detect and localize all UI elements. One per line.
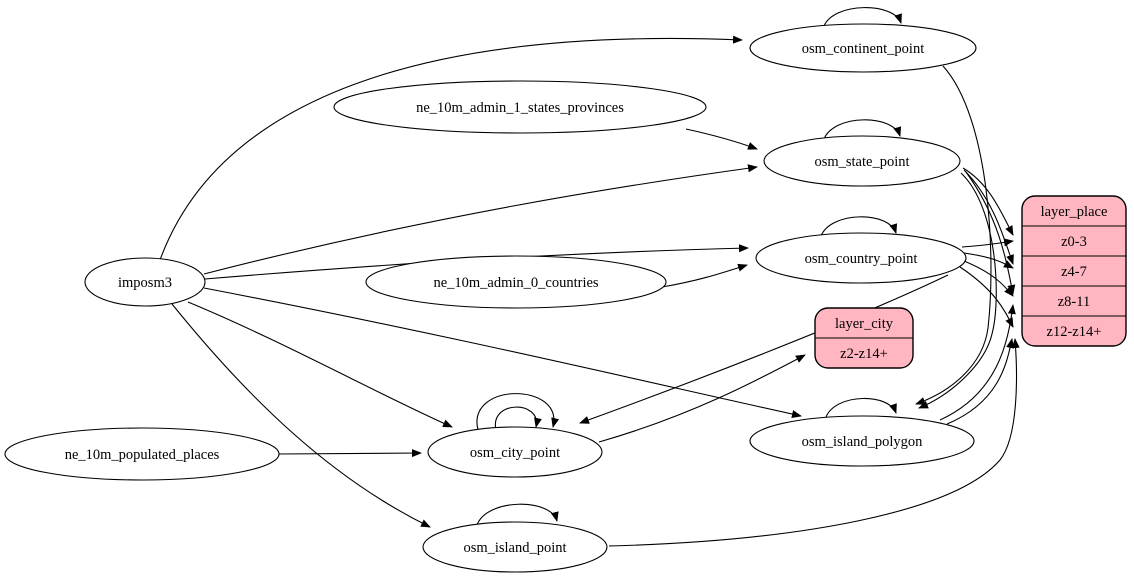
node-osm-continent-point: osm_continent_point xyxy=(749,23,977,73)
self-loop-inner-osm-city-point xyxy=(494,406,542,431)
node-osm-city-point: osm_city_point xyxy=(427,426,603,478)
record-layer-place-row-z0-3: z0-3 xyxy=(1061,234,1087,250)
edge-osm-country-point-to-layer-place-z0-3 xyxy=(961,238,1014,248)
self-loop-osm-state-point xyxy=(823,119,902,140)
node-imposm3-label: imposm3 xyxy=(118,275,172,291)
record-layer-place-box xyxy=(1021,195,1127,347)
record-layer-place-row-z8-11: z8-11 xyxy=(1058,294,1090,310)
node-osm-island-polygon-label: osm_island_polygon xyxy=(802,434,924,450)
edge-osm-state-point-to-osm-island-polygon xyxy=(918,172,997,409)
edge-osm-city-point-to-layer-city-z2-z14 xyxy=(598,354,806,443)
node-osm-continent-point-shape xyxy=(749,23,977,73)
node-osm-state-point-label: osm_state_point xyxy=(814,154,909,170)
node-osm-country-point-shape xyxy=(755,232,967,284)
node-osm-country-point: osm_country_point xyxy=(755,232,967,284)
record-layer-place-row-z4-7: z4-7 xyxy=(1061,264,1087,280)
edge-osm-country-point-to-osm-city-point xyxy=(579,274,949,424)
record-layer-place-row-z12-z14: z12-z14+ xyxy=(1047,324,1102,340)
node-osm-state-point-shape xyxy=(763,135,961,187)
edge-layer xyxy=(159,7,1020,547)
node-ne-10m-admin-1-states-provinces: ne_10m_admin_1_states_provinces xyxy=(333,80,707,134)
node-ne-10m-admin-0-countries-label: ne_10m_admin_0_countries xyxy=(433,275,598,291)
edge-osm-country-point-to-layer-place-z8-11 xyxy=(963,260,1014,297)
edge-osm-continent-point-to-osm-island-polygon xyxy=(915,65,992,405)
node-osm-island-polygon-shape xyxy=(749,415,975,467)
node-osm-island-point-label: osm_island_point xyxy=(463,540,566,556)
edge-osm-state-point-to-layer-place-z4-7 xyxy=(963,169,1014,265)
edge-ne-10m-admin-0-countries-to-osm-country-point xyxy=(661,263,748,288)
edge-osm-island-point-to-layer-place-z12-z14 xyxy=(608,338,1020,547)
node-ne-10m-populated-places: ne_10m_populated_places xyxy=(4,427,280,481)
record-layer-city-title: layer_city xyxy=(835,316,894,332)
self-loop-osm-island-polygon xyxy=(825,397,897,418)
node-ne-10m-admin-1-states-provinces-shape xyxy=(333,80,707,134)
node-ne-10m-populated-places-shape xyxy=(4,427,280,481)
self-loop-osm-continent-point xyxy=(823,7,902,27)
record-layer-place-title: layer_place xyxy=(1041,204,1108,220)
self-loop-osm-country-point xyxy=(820,216,898,237)
node-ne-10m-admin-0-countries: ne_10m_admin_0_countries xyxy=(365,255,667,309)
node-osm-city-point-shape xyxy=(427,426,603,478)
node-ne-10m-admin-1-states-provinces-label: ne_10m_admin_1_states_provinces xyxy=(416,100,624,116)
node-imposm3: imposm3 xyxy=(84,257,206,307)
node-osm-island-point-shape xyxy=(422,521,608,573)
node-osm-country-point-label: osm_country_point xyxy=(805,251,918,267)
node-osm-island-point: osm_island_point xyxy=(422,521,608,573)
edge-osm-island-polygon-to-layer-place-z8-11 xyxy=(939,304,1016,421)
edge-imposm3-to-osm-island-point xyxy=(171,303,431,528)
node-osm-continent-point-label: osm_continent_point xyxy=(802,41,924,57)
edge-imposm3-to-osm-city-point xyxy=(187,301,453,428)
node-osm-state-point: osm_state_point xyxy=(763,135,961,187)
node-osm-city-point-label: osm_city_point xyxy=(470,445,560,461)
edge-ne-10m-populated-places-to-osm-city-point xyxy=(277,449,422,458)
node-osm-island-polygon: osm_island_polygon xyxy=(749,415,975,467)
record-layer-city-row-z2-z14: z2-z14+ xyxy=(840,346,888,362)
record-layer-city: layer_city z2-z14+ xyxy=(814,307,914,369)
edge-osm-country-point-to-layer-place-z4-7 xyxy=(963,252,1014,269)
edge-imposm3-to-osm-island-polygon xyxy=(203,287,802,418)
node-ne-10m-admin-0-countries-shape xyxy=(365,255,667,309)
node-imposm3-shape xyxy=(84,257,206,307)
self-loop-outer-osm-city-point xyxy=(476,393,560,431)
edge-osm-island-polygon-to-layer-place-z12-z14 xyxy=(946,338,1014,425)
edge-imposm3-to-osm-state-point xyxy=(203,164,758,275)
edge-osm-state-point-to-layer-place-z8-11 xyxy=(965,171,1016,295)
edge-imposm3-to-osm-continent-point xyxy=(159,35,743,261)
record-layer-place: layer_place z0-3 z4-7 z8-11 z12-z14+ xyxy=(1021,195,1127,347)
edge-ne-10m-admin-1-states-provinces-to-osm-state-point xyxy=(685,128,758,150)
self-loop-osm-island-point xyxy=(476,503,559,526)
edge-osm-country-point-to-layer-place-z12-z14 xyxy=(959,266,1014,328)
edge-osm-state-point-to-layer-place-z0-3 xyxy=(962,167,1014,236)
node-ne-10m-populated-places-label: ne_10m_populated_places xyxy=(65,447,220,463)
